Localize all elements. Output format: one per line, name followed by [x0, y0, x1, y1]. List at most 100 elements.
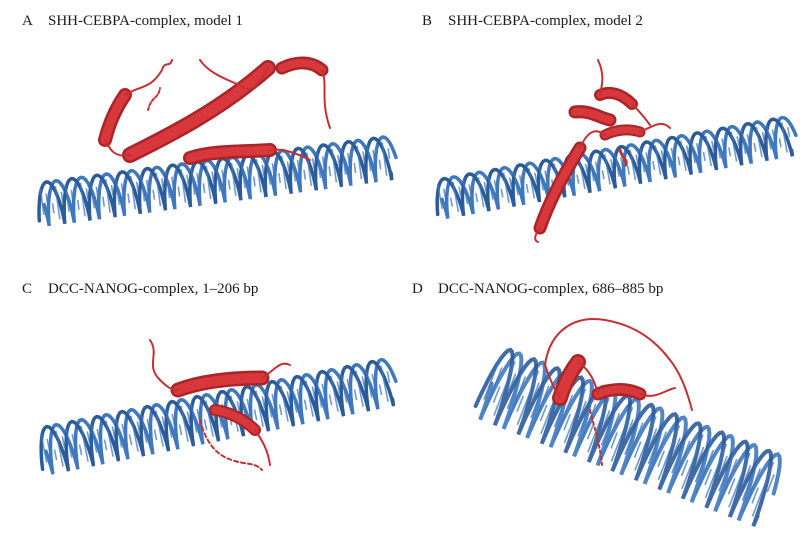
- dna-base-pair: [387, 147, 391, 159]
- dna-base-pair: [378, 384, 383, 396]
- dna-base-pair: [736, 136, 740, 147]
- dna-base-pair: [186, 174, 190, 186]
- dna-base-pair: [89, 181, 95, 209]
- dna-base-pair: [40, 433, 48, 463]
- dna-base-pair: [681, 434, 704, 490]
- dna-base-pair: [261, 164, 265, 176]
- dna-base-pair: [603, 154, 611, 185]
- dna-base-pair: [366, 144, 372, 172]
- dna-base-pair: [751, 462, 775, 517]
- dna-base-pair: [577, 403, 597, 449]
- dna-base-pair: [362, 151, 366, 163]
- dna-base-pair: [531, 382, 540, 401]
- dna-base-pair: [39, 188, 45, 216]
- dna-base-pair: [695, 449, 715, 495]
- dna-base-pair: [477, 177, 485, 208]
- dna-base-pair: [105, 420, 114, 457]
- dna-base-pair: [755, 126, 763, 158]
- panel-title: SHH-CEBPA-complex, model 1: [48, 13, 243, 29]
- dna-base-pair: [437, 184, 443, 209]
- dna-base-pair: [614, 152, 620, 177]
- dna-base-pair: [165, 171, 171, 199]
- dna-base-pair: [518, 175, 525, 201]
- dna-base-pair: [530, 385, 550, 431]
- dna-base-pair: [695, 143, 702, 169]
- dna-base-pair: [114, 178, 121, 205]
- dna-base-pair: [261, 396, 266, 409]
- dna-base-pair: [487, 175, 494, 200]
- dna-strand: [39, 359, 396, 472]
- dna-base-pair: [696, 446, 705, 465]
- dna-base-pair: [356, 145, 363, 180]
- dna-base-pair: [46, 438, 54, 469]
- panel-title: DCC-NANOG-complex, 1–206 bp: [48, 281, 259, 297]
- dna-strand: [478, 351, 782, 522]
- dna-base-pair: [186, 411, 191, 424]
- dna-base-pair: [740, 129, 747, 155]
- dna-base-pair: [341, 147, 347, 175]
- dna-base-pair: [330, 375, 339, 412]
- dna-base-pair: [196, 173, 202, 201]
- dna-base-pair: [508, 177, 513, 188]
- dna-base-pair: [672, 437, 681, 456]
- dna-base-pair: [705, 135, 713, 167]
- dna-base-pair: [587, 397, 610, 453]
- dna-base-pair: [290, 154, 297, 182]
- dna-base-pair: [534, 172, 538, 183]
- dna-base-pair: [381, 142, 388, 176]
- dna-base-pair: [502, 172, 510, 203]
- dna-base-pair: [361, 376, 366, 389]
- panel-b-render: [435, 59, 798, 243]
- dna-base-pair: [563, 413, 572, 431]
- dna-base-pair: [718, 447, 737, 492]
- dna-base-pair: [103, 439, 108, 451]
- dna-base-pair: [645, 152, 652, 178]
- dna-base-pair: [346, 378, 354, 409]
- dna-base-pair: [127, 193, 131, 204]
- protein-structure: [533, 59, 671, 243]
- dna-helix: [37, 135, 398, 227]
- dna-base-pair: [95, 186, 101, 215]
- dna-base-pair: [286, 161, 290, 173]
- dna-base-pair: [111, 426, 116, 439]
- protein-structure: [98, 56, 331, 165]
- dna-base-pair: [624, 410, 643, 455]
- dna-base-pair: [694, 438, 714, 483]
- dna-base-pair: [230, 162, 237, 197]
- dna-base-pair: [303, 399, 308, 411]
- dna-base-pair: [671, 429, 690, 474]
- dna-base-pair: [190, 167, 196, 195]
- dna-base-pair: [305, 380, 314, 417]
- dna-base-pair: [753, 142, 757, 152]
- dna-base-pair: [475, 192, 479, 203]
- dna-base-pair: [253, 409, 258, 421]
- dna-base-pair: [178, 424, 183, 436]
- dna-base-pair: [265, 157, 271, 185]
- dna-base-pair: [78, 444, 83, 456]
- dna-base-pair: [215, 164, 221, 192]
- dna-base-pair: [508, 373, 517, 392]
- dna-base-pair: [353, 389, 358, 401]
- dna-base-pair: [146, 418, 154, 449]
- dna-base-pair: [278, 172, 281, 184]
- dna-base-pair: [76, 199, 80, 210]
- dna-base-pair: [610, 432, 618, 449]
- dna-base-pair: [271, 162, 277, 191]
- dna-base-pair: [664, 143, 671, 168]
- dna-base-pair: [751, 487, 759, 504]
- dna-base-pair: [577, 392, 596, 437]
- dna-base-pair: [730, 131, 738, 162]
- dna-base-pair: [727, 477, 736, 495]
- dna-base-pair: [602, 410, 611, 428]
- dna-base-pair: [742, 468, 762, 513]
- dna-base-pair: [525, 183, 529, 194]
- dna-base-pair: [443, 188, 450, 214]
- dna-base-pair: [120, 183, 126, 211]
- dna-base-pair: [365, 368, 373, 398]
- dna-base-pair: [649, 428, 658, 447]
- dna-base-pair: [161, 178, 165, 190]
- dna-base-pair: [328, 394, 333, 406]
- dna-base-pair: [104, 179, 111, 213]
